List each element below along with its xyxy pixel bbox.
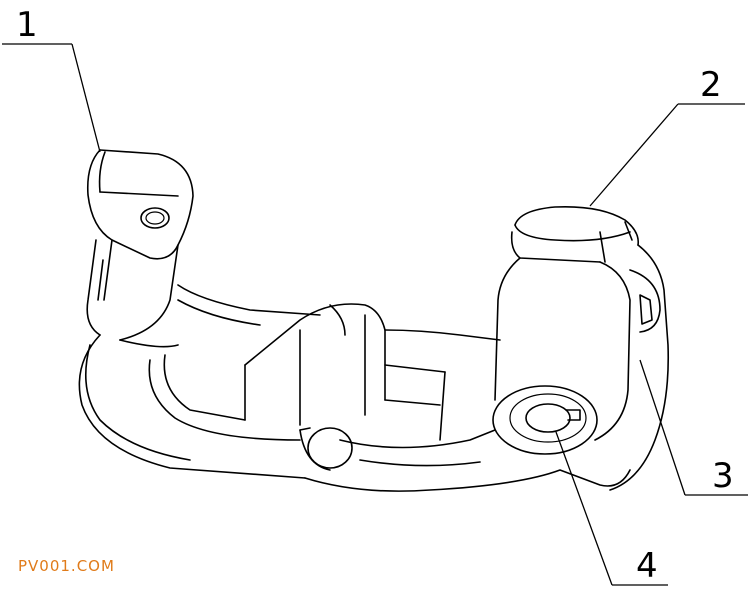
label-2: 2 [700,65,722,105]
leader-line-1-diag [71,43,101,153]
leader-line-4-diag [555,431,613,586]
central-rib [244,303,501,441]
curved-body [78,284,631,492]
watermark-text: PV001.COM [18,557,115,575]
leader-line-3-diag [639,359,686,496]
small-pin [299,427,353,471]
left-lug [86,149,194,341]
right-barrel [492,205,670,491]
label-4: 4 [636,546,658,586]
leader-line-2-diag [589,103,679,207]
label-3: 3 [712,456,734,496]
label-1: 1 [16,5,38,45]
leader-lines [2,43,748,586]
